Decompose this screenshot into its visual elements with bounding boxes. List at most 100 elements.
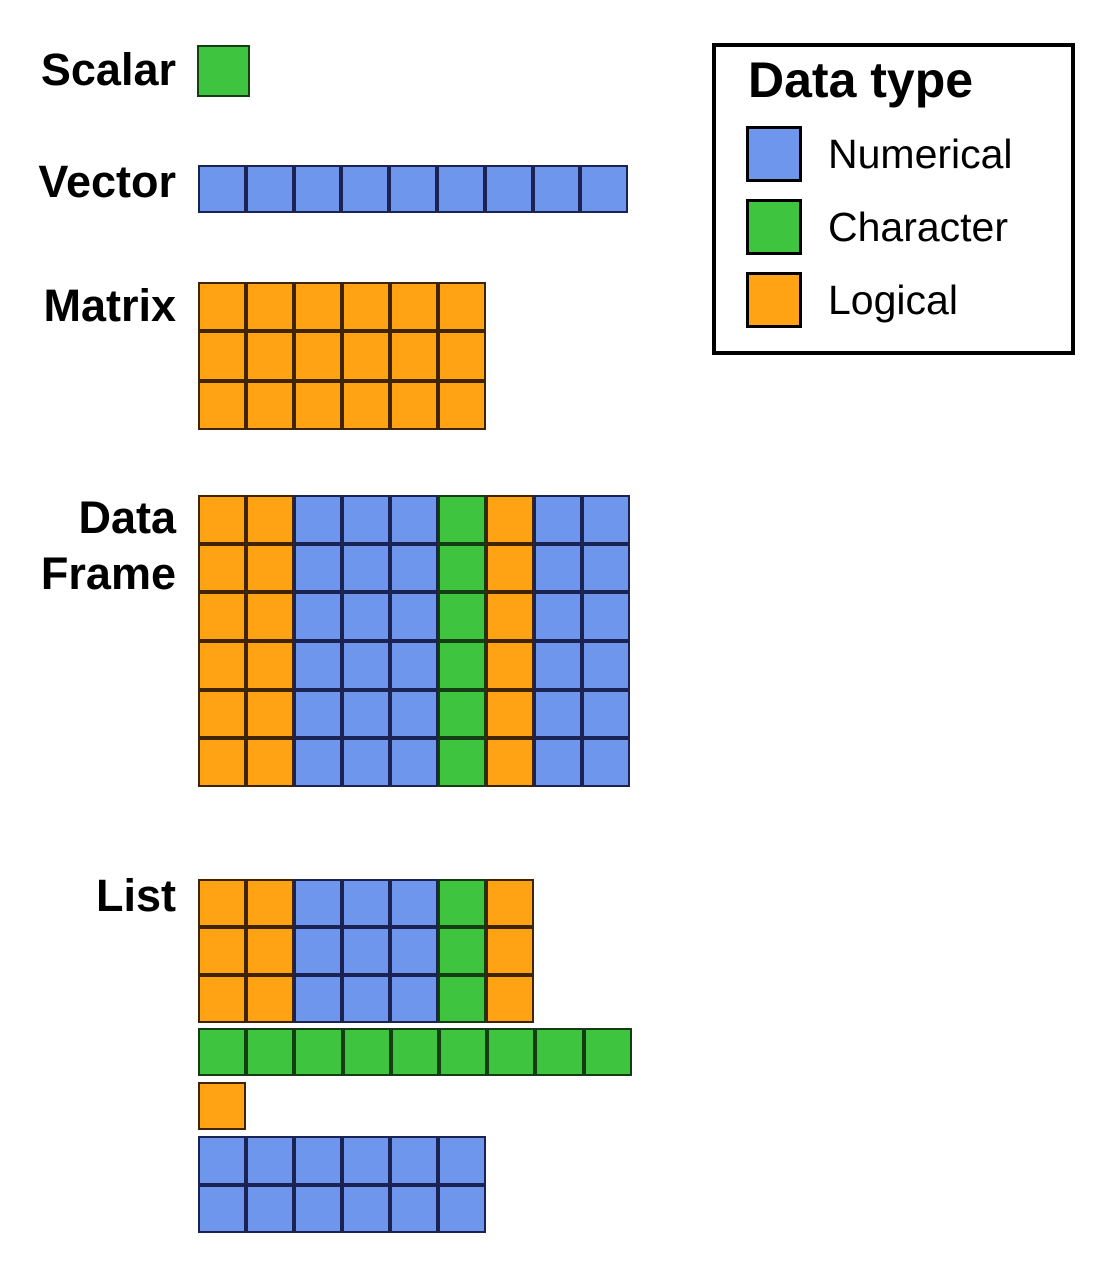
numerical-cell xyxy=(390,641,438,690)
numerical-cell xyxy=(582,592,630,642)
logical-cell xyxy=(198,975,246,1023)
numerical-cell xyxy=(390,1136,438,1185)
numerical-cell xyxy=(342,592,390,642)
logical-cell xyxy=(198,738,246,788)
list-mixed-block-grid xyxy=(198,879,534,1023)
logical-cell xyxy=(198,641,246,690)
logical-cell xyxy=(294,380,342,430)
numerical-cell xyxy=(342,738,390,788)
character-color-swatch xyxy=(746,199,802,255)
numerical-cell xyxy=(342,495,390,544)
logical-cell xyxy=(390,282,438,332)
numerical-cell xyxy=(294,927,342,975)
character-cell xyxy=(535,1028,584,1076)
numerical-cell xyxy=(198,1184,246,1233)
legend-item-character: Character xyxy=(746,199,1071,255)
logical-cell xyxy=(198,282,246,332)
logical-cell xyxy=(198,331,246,381)
data-frame-label-line1: Data xyxy=(78,492,176,543)
numerical-cell xyxy=(294,689,342,739)
logical-cell xyxy=(198,879,246,927)
logical-cell xyxy=(198,380,246,430)
numerical-cell xyxy=(390,879,438,927)
legend-title: Data type xyxy=(748,52,974,108)
numerical-cell xyxy=(484,165,533,213)
numerical-cell xyxy=(390,927,438,975)
character-cell xyxy=(583,1028,632,1076)
character-cell xyxy=(438,543,486,593)
numerical-cell xyxy=(389,165,437,213)
logical-cell xyxy=(246,282,294,332)
numerical-cell xyxy=(390,689,438,739)
logical-cell xyxy=(486,738,534,788)
numerical-cell xyxy=(246,1136,294,1185)
logical-cell xyxy=(486,879,534,927)
numerical-cell xyxy=(532,165,581,213)
numerical-cell xyxy=(534,543,582,593)
character-cell xyxy=(438,592,486,642)
numerical-cell xyxy=(582,689,630,739)
logical-color-swatch xyxy=(746,272,802,328)
legend-item-numerical: Numerical xyxy=(746,126,1071,182)
numerical-cell xyxy=(534,495,582,544)
numerical-cell xyxy=(342,1136,390,1185)
logical-cell xyxy=(438,282,486,332)
logical-cell xyxy=(438,380,486,430)
numerical-cell xyxy=(294,975,342,1023)
character-cell xyxy=(438,689,486,739)
numerical-cell xyxy=(198,165,246,213)
logical-cell xyxy=(198,1082,246,1130)
numerical-cell xyxy=(293,165,342,213)
legend-item-logical: Logical xyxy=(746,272,1071,328)
character-cell xyxy=(438,975,486,1023)
numerical-cell xyxy=(390,975,438,1023)
data-frame-label: Data Frame xyxy=(0,490,176,602)
numerical-cell xyxy=(582,641,630,690)
legend: Data type Numerical Character Logical xyxy=(712,43,1075,355)
numerical-cell xyxy=(582,738,630,788)
logical-cell xyxy=(342,380,390,430)
character-cell xyxy=(438,879,486,927)
logical-cell xyxy=(246,975,294,1023)
numerical-cell xyxy=(390,1184,438,1233)
character-cell xyxy=(438,1028,488,1076)
list-single-logical-grid xyxy=(198,1082,246,1130)
logical-cell xyxy=(246,879,294,927)
data-frame-label-line2: Frame xyxy=(40,548,176,599)
numerical-cell xyxy=(294,879,342,927)
numerical-cell xyxy=(436,165,485,213)
numerical-color-swatch xyxy=(746,126,802,182)
list-label: List xyxy=(95,870,176,921)
logical-cell xyxy=(198,495,246,544)
logical-cell xyxy=(294,282,342,332)
logical-cell xyxy=(342,331,390,381)
numerical-cell xyxy=(342,641,390,690)
numerical-cell xyxy=(198,1136,246,1185)
character-cell xyxy=(197,45,250,97)
legend-item-label: Character xyxy=(828,203,1009,250)
numerical-cell xyxy=(534,738,582,788)
character-cell xyxy=(246,1028,295,1076)
numerical-cell xyxy=(390,543,438,593)
numerical-cell xyxy=(342,975,390,1023)
numerical-cell xyxy=(342,927,390,975)
character-cell xyxy=(438,495,486,544)
numerical-cell xyxy=(341,165,390,213)
character-cell xyxy=(487,1028,536,1076)
logical-cell xyxy=(246,927,294,975)
logical-cell xyxy=(486,495,534,544)
numerical-cell xyxy=(534,689,582,739)
scalar-grid xyxy=(197,45,250,97)
logical-cell xyxy=(246,331,294,381)
logical-cell xyxy=(438,331,486,381)
numerical-cell xyxy=(246,1184,294,1233)
character-cell xyxy=(438,641,486,690)
numerical-cell xyxy=(390,738,438,788)
character-cell xyxy=(294,1028,343,1076)
vector-grid xyxy=(198,165,629,213)
logical-cell xyxy=(198,689,246,739)
legend-item-label: Logical xyxy=(828,276,958,323)
logical-cell xyxy=(246,641,294,690)
logical-cell xyxy=(246,689,294,739)
